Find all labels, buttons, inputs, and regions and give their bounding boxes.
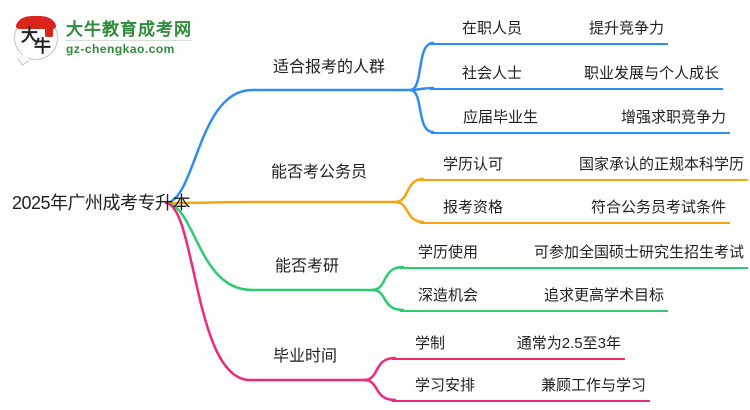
node-value: 国家承认的正规本科学历	[578, 156, 744, 173]
node-row-further-study: 深造机会 追求更高学术目标	[400, 286, 668, 312]
logo-speech-tail	[17, 53, 30, 66]
node-label: 在职人员	[462, 20, 523, 37]
node-label: 社会人士	[462, 65, 523, 82]
node-row-degree-use: 学历使用 可参加全国硕士研究生招生考试	[400, 243, 748, 269]
logo-red-arc	[16, 16, 56, 29]
node-label: 学习安排	[415, 377, 476, 394]
node-row-exam-eligibility: 报考资格 符合公务员考试条件	[420, 198, 730, 224]
daniu-logo-icon: 大 牛	[14, 16, 58, 66]
logo-red-seal	[45, 28, 53, 37]
node-row-study-arrangement: 学习安排 兼顾工作与学习	[392, 376, 650, 402]
branch-label-eligible-people: 适合报考的人群	[272, 59, 385, 76]
node-label: 应届毕业生	[463, 109, 539, 126]
node-row-degree-recognition: 学历认可 国家承认的正规本科学历	[420, 155, 748, 181]
logo-char-niu: 牛	[34, 37, 51, 56]
branch-label-graduation-time: 毕业时间	[272, 348, 337, 365]
node-value: 职业发展与个人成长	[583, 65, 719, 82]
branch-connector-civil-service	[164, 177, 425, 224]
node-value: 增强求职竞争力	[620, 109, 726, 126]
node-label: 报考资格	[443, 199, 504, 216]
logo-char-da: 大	[21, 26, 38, 45]
node-row-study-length: 学制 通常为2.5至3年	[392, 334, 625, 360]
node-value: 提升竞争力	[588, 20, 664, 37]
node-row-employed: 在职人员 提升竞争力	[430, 19, 668, 45]
node-value: 符合公务员考试条件	[590, 199, 726, 216]
node-row-fresh-grads: 应届毕业生 增强求职竞争力	[431, 108, 730, 134]
branch-connector-graduation-time	[164, 201, 397, 402]
node-label: 学历认可	[443, 156, 504, 173]
node-value: 兼顾工作与学习	[540, 377, 646, 394]
site-name: 大牛教育成考网	[66, 20, 192, 39]
node-row-social: 社会人士 职业发展与个人成长	[430, 64, 723, 90]
branch-label-postgraduate: 能否考研	[274, 258, 339, 275]
mindmap-root-title: 2025年广州成考专升本	[12, 193, 191, 213]
site-domain: gz-chengkao.com	[66, 40, 192, 56]
node-value: 追求更高学术目标	[543, 287, 664, 304]
node-label: 深造机会	[418, 287, 479, 304]
site-logo[interactable]: 大 牛 大牛教育成考网 gz-chengkao.com	[14, 16, 192, 66]
node-label: 学历使用	[418, 244, 479, 261]
node-value: 可参加全国硕士研究生招生考试	[533, 244, 744, 261]
branch-label-civil-service: 能否考公务员	[270, 164, 367, 181]
node-label: 学制	[415, 335, 446, 352]
node-value: 通常为2.5至3年	[516, 335, 621, 352]
